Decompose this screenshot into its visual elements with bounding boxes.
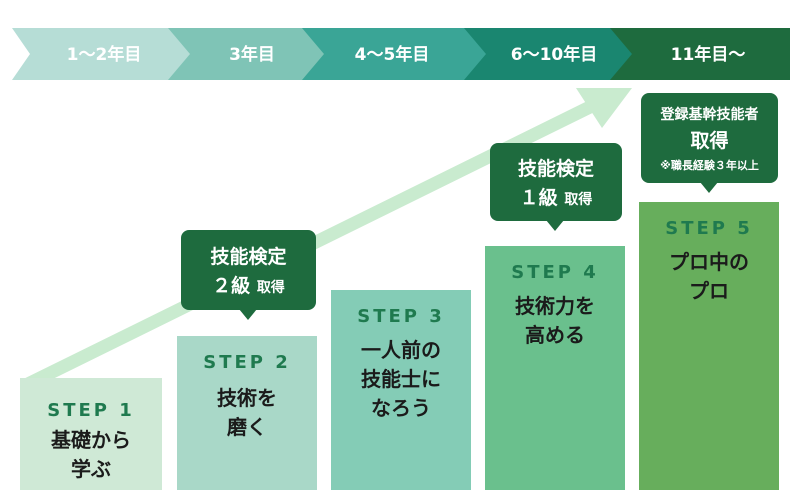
callout-grade1-acquire: 取得 — [564, 192, 593, 208]
step-1-card: STEP 1 基礎から 学ぶ — [20, 378, 162, 490]
timeline-segment-4: 6〜10年目 — [464, 28, 646, 80]
callout-core-line-1: 登録基幹技能者 — [660, 107, 759, 123]
step-4-label: STEP 4 — [511, 262, 599, 283]
callout-registered-core-technician: 登録基幹技能者 取得 ※職長経験３年以上 — [641, 93, 778, 193]
timeline-segment-5: 11年目〜 — [610, 28, 790, 80]
step-1-label: STEP 1 — [47, 400, 135, 421]
step-4-line-1: 技術力を — [515, 294, 595, 318]
step-5-line-2: プロ — [689, 279, 729, 303]
callout-grade1-line-1: 技能検定 — [517, 158, 594, 180]
step-5-description: プロ中の プロ — [639, 248, 779, 306]
callout-grade2-tail — [239, 309, 257, 320]
step-4-description: 技術力を 高める — [485, 292, 625, 350]
step-3-card: STEP 3 一人前の 技能士に なろう — [331, 290, 471, 490]
callout-grade1-tail — [546, 220, 564, 231]
timeline-label-4: 6〜10年目 — [511, 44, 598, 65]
step-2-description: 技術を 磨く — [177, 384, 317, 442]
step-3-line-3: なろう — [371, 396, 431, 420]
callout-grade2-grade: ２級 — [212, 275, 251, 297]
timeline-segment-1: 1〜2年目 — [12, 28, 204, 80]
step-3-description: 一人前の 技能士に なろう — [331, 336, 471, 423]
timeline-label-5: 11年目〜 — [671, 44, 746, 65]
timeline-label-2: 3年目 — [229, 44, 275, 65]
timeline-segment-2: 3年目 — [168, 28, 338, 80]
timeline-bar: 1〜2年目 3年目 4〜5年目 6〜10年目 11年目〜 — [12, 28, 790, 80]
step-1-line-1: 基礎から — [51, 428, 131, 452]
step-4-card: STEP 4 技術力を 高める — [485, 246, 625, 490]
callout-grade1-line-2: １級 取得 — [490, 183, 622, 210]
callout-core-tail — [700, 182, 718, 193]
timeline-label-1: 1〜2年目 — [67, 44, 142, 65]
step-5-line-1: プロ中の — [669, 250, 749, 274]
callout-grade2-line-1: 技能検定 — [210, 246, 287, 268]
callout-core-note: ※職長経験３年以上 — [660, 159, 759, 172]
step-4-line-2: 高める — [525, 323, 585, 347]
callout-grade2-line-2: ２級 取得 — [181, 271, 316, 298]
step-2-line-2: 磨く — [227, 415, 267, 439]
timeline-segment-3: 4〜5年目 — [302, 28, 500, 80]
step-5-card: STEP 5 プロ中の プロ — [639, 202, 779, 490]
timeline-label-3: 4〜5年目 — [355, 44, 430, 65]
callout-grade2-certification: 技能検定 ２級 取得 — [181, 230, 316, 320]
step-2-line-1: 技術を — [217, 386, 277, 410]
step-2-card: STEP 2 技術を 磨く — [177, 336, 317, 490]
step-2-label: STEP 2 — [203, 352, 291, 373]
callout-grade2-acquire: 取得 — [256, 280, 285, 296]
callout-grade1-grade: １級 — [519, 187, 558, 209]
step-3-line-1: 一人前の — [361, 338, 441, 362]
step-1-line-2: 学ぶ — [71, 457, 111, 481]
callout-grade1-certification: 技能検定 １級 取得 — [490, 143, 622, 231]
step-5-label: STEP 5 — [665, 218, 753, 239]
step-3-line-2: 技能士に — [361, 367, 441, 391]
step-3-label: STEP 3 — [357, 306, 445, 327]
callout-core-line-2: 取得 — [690, 130, 729, 152]
step-1-description: 基礎から 学ぶ — [20, 426, 162, 484]
